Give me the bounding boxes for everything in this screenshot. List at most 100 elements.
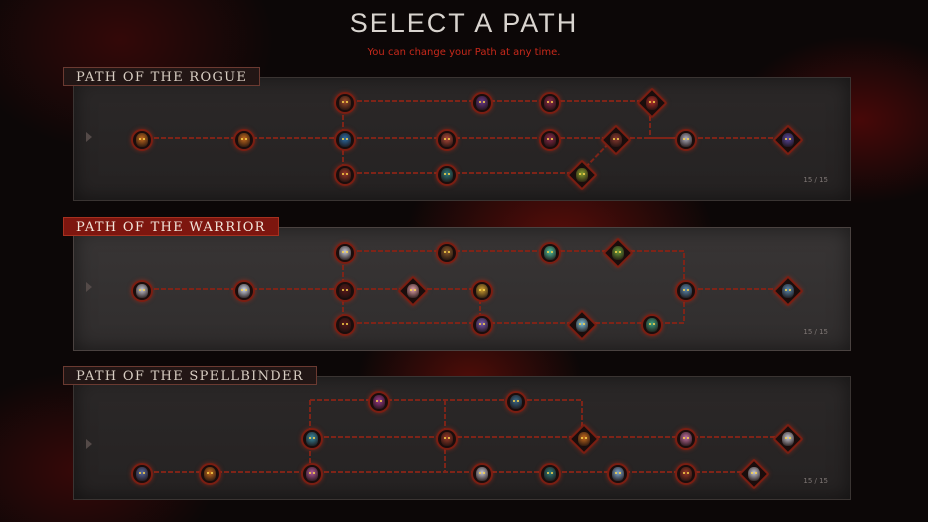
hero-eye <box>585 437 587 439</box>
hero-node[interactable] <box>131 463 153 485</box>
path-tree <box>140 100 786 174</box>
hero-eye <box>789 437 791 439</box>
hero-node[interactable] <box>471 463 493 485</box>
chevron-right-icon <box>86 132 92 142</box>
hero-eye <box>346 289 348 291</box>
hero-eye <box>479 101 481 103</box>
hero-node[interactable] <box>675 280 697 302</box>
path-panel-warrior[interactable]: 15 / 15 PATH OF THE WARRIOR <box>63 217 851 351</box>
hero-node[interactable] <box>505 391 527 413</box>
golden-skull-champion-portrait <box>476 284 488 298</box>
path-title-warrior[interactable]: PATH OF THE WARRIOR <box>63 217 279 236</box>
hero-node[interactable] <box>471 92 493 114</box>
path-connector-line <box>343 100 786 139</box>
hero-eye <box>410 289 412 291</box>
hero-eye <box>751 472 753 474</box>
hero-node[interactable] <box>436 164 458 186</box>
hero-eye <box>551 251 553 253</box>
hero-eye <box>581 437 583 439</box>
hero-node[interactable] <box>334 129 356 151</box>
grinning-tidehunter-portrait <box>646 318 658 332</box>
path-panel-rogue[interactable]: 15 / 15 PATH OF THE ROGUE <box>63 67 851 201</box>
bearded-fire-lord-portrait <box>339 168 351 182</box>
hero-node[interactable] <box>471 280 493 302</box>
hero-eye <box>342 289 344 291</box>
hero-eye <box>479 472 481 474</box>
hero-node[interactable] <box>131 129 153 151</box>
hero-node[interactable] <box>539 129 561 151</box>
hero-node[interactable] <box>199 463 221 485</box>
hero-node[interactable] <box>334 314 356 336</box>
hero-node[interactable] <box>301 463 323 485</box>
hero-eye <box>619 472 621 474</box>
orange-helmeted-warrior-portrait <box>578 432 590 446</box>
hero-eye <box>376 400 378 402</box>
hero-eye <box>241 289 243 291</box>
hero-node[interactable] <box>607 463 629 485</box>
hero-eye <box>579 173 581 175</box>
hero-node[interactable] <box>675 129 697 151</box>
hero-node[interactable] <box>675 428 697 450</box>
hero-eye <box>143 289 145 291</box>
hero-node[interactable] <box>436 129 458 151</box>
hero-eye <box>346 251 348 253</box>
silver-phantom-portrait <box>748 467 760 481</box>
hero-eye <box>444 437 446 439</box>
hero-eye <box>444 251 446 253</box>
hero-eye <box>579 323 581 325</box>
hero-node[interactable] <box>131 280 153 302</box>
path-progress-count: 15 / 15 <box>803 477 828 485</box>
hero-eye <box>547 138 549 140</box>
teal-storm-spirit-portrait <box>306 432 318 446</box>
hero-node[interactable] <box>334 164 356 186</box>
hero-node[interactable] <box>436 242 458 264</box>
hero-eye <box>483 323 485 325</box>
hero-eye <box>139 472 141 474</box>
path-title-spellbinder[interactable]: PATH OF THE SPELLBINDER <box>63 366 317 385</box>
hero-node[interactable] <box>334 242 356 264</box>
spiked-witch-doctor-portrait <box>306 467 318 481</box>
hero-node[interactable] <box>334 92 356 114</box>
hero-node[interactable] <box>301 428 323 450</box>
hero-node[interactable] <box>436 428 458 450</box>
hero-eye <box>785 138 787 140</box>
hero-node[interactable] <box>539 463 561 485</box>
path-title-rogue[interactable]: PATH OF THE ROGUE <box>63 67 261 86</box>
silver-phantom-portrait <box>782 432 794 446</box>
arcane-golem-portrait <box>136 467 148 481</box>
hero-eye <box>346 173 348 175</box>
path-panel-spellbinder[interactable]: 15 / 15 PATH OF THE SPELLBINDER <box>63 366 851 500</box>
silver-phantom-portrait <box>136 284 148 298</box>
hero-node[interactable] <box>233 280 255 302</box>
hero-eye <box>241 138 243 140</box>
hero-eye <box>143 138 145 140</box>
hero-node[interactable] <box>368 391 390 413</box>
hero-node[interactable] <box>675 463 697 485</box>
orange-helmeted-warrior-portrait <box>238 133 250 147</box>
hero-eye <box>483 472 485 474</box>
hero-node[interactable] <box>539 92 561 114</box>
hero-node[interactable] <box>334 280 356 302</box>
chevron-right-icon <box>86 439 92 449</box>
hero-eye <box>313 472 315 474</box>
hero-eye <box>547 251 549 253</box>
hero-eye <box>551 472 553 474</box>
hero-eye <box>207 472 209 474</box>
hero-eye <box>687 138 689 140</box>
hero-node[interactable] <box>539 242 561 264</box>
hero-eye <box>613 138 615 140</box>
teal-helmeted-assassin-portrait <box>441 168 453 182</box>
hero-eye <box>444 138 446 140</box>
bearded-fire-lord-portrait <box>441 432 453 446</box>
hero-node[interactable] <box>233 129 255 151</box>
hero-eye <box>245 138 247 140</box>
hero-eye <box>755 472 757 474</box>
hero-eye <box>483 289 485 291</box>
hero-node[interactable] <box>641 314 663 336</box>
hero-eye <box>483 101 485 103</box>
black-spider-knight-portrait <box>339 284 351 298</box>
hero-eye <box>342 101 344 103</box>
hero-node[interactable] <box>471 314 493 336</box>
hero-eye <box>617 138 619 140</box>
hero-eye <box>313 437 315 439</box>
